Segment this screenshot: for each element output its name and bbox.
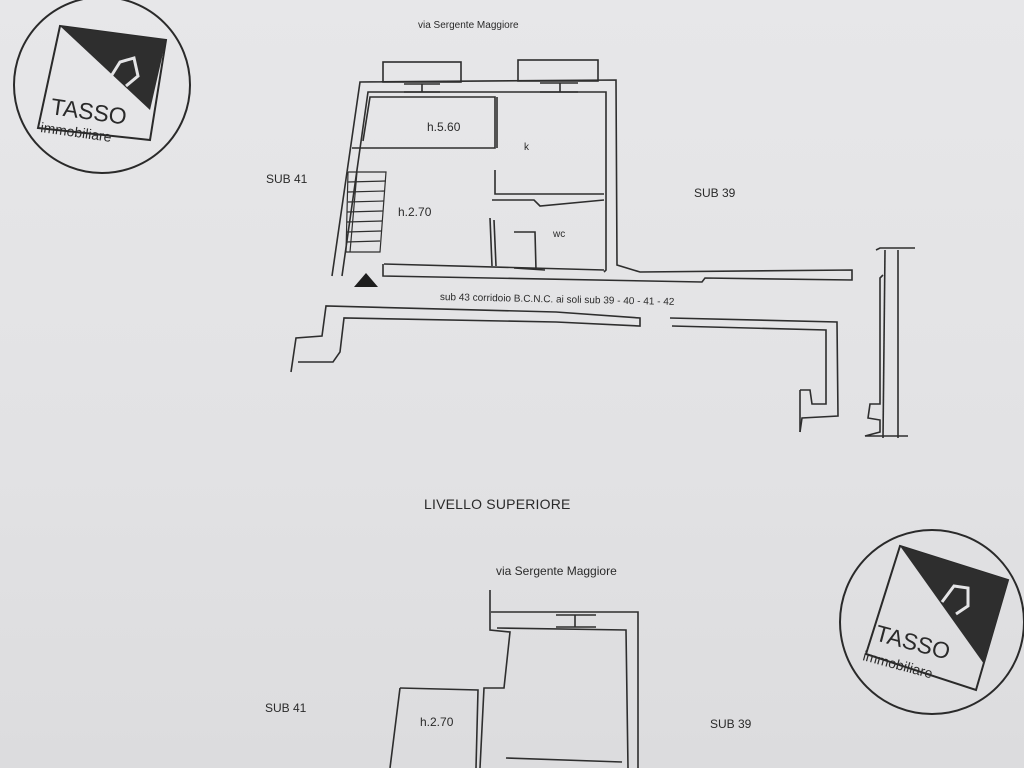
ground-floor-street-label: via Sergente Maggiore — [418, 20, 519, 31]
ground-floor-right-neighbor: SUB 39 — [694, 186, 736, 200]
upper-room-label: h.2.70 — [420, 715, 454, 729]
upper-level-left-neighbor: SUB 41 — [265, 701, 307, 715]
balcony-right — [517, 59, 599, 82]
staircase — [345, 171, 387, 253]
upper-level-title: LIVELLO SUPERIORE — [424, 496, 571, 512]
ground-floor-walls — [331, 79, 853, 283]
room-label-main: h.2.70 — [398, 205, 432, 219]
upper-level-street-label: via Sergente Maggiore — [496, 564, 617, 578]
upper-level-walls — [389, 590, 639, 768]
room-label-kitchen: k — [524, 142, 529, 153]
agency-stamp-logo: TASSO immobiliare — [13, 0, 191, 174]
room-label-wc: wc — [553, 229, 566, 240]
room-label-living-double-height: h.5.60 — [427, 120, 461, 134]
upper-level-right-neighbor: SUB 39 — [710, 717, 752, 731]
balcony-left — [382, 61, 462, 83]
ground-floor-left-neighbor: SUB 41 — [266, 172, 308, 186]
corridor-walls — [290, 247, 915, 439]
agency-stamp-logo-2: TASSO immobiliare — [839, 529, 1024, 715]
entrance-marker-icon — [354, 273, 378, 287]
